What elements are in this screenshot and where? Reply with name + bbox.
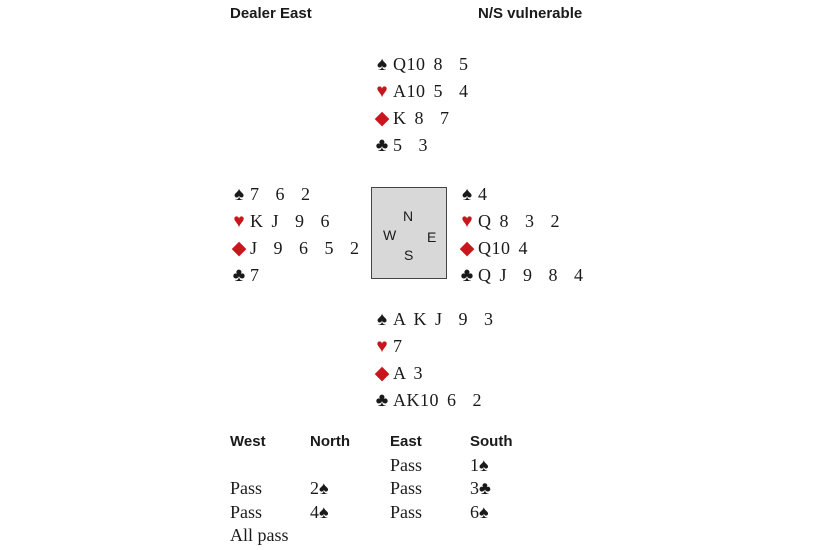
north-hearts-cards: A10 5 4 <box>393 81 469 101</box>
west-hearts-cards: K J 9 6 <box>250 211 331 231</box>
auction-bid: Pass <box>230 501 262 525</box>
compass-west: W <box>383 227 397 243</box>
spades-icon: ♠ <box>461 184 473 205</box>
west-diamonds-cards: J 9 6 5 2 <box>250 238 360 258</box>
south-hand: ♠A K J 9 3♥7◆A 3♣AK10 6 2 <box>371 306 494 414</box>
auction-bid: 1♠ <box>470 454 489 478</box>
north-spades-row: ♠Q10 8 5 <box>371 51 469 78</box>
west-spades-row: ♠7 6 2 <box>228 181 360 208</box>
south-spades-row: ♠A K J 9 3 <box>371 306 494 333</box>
south-clubs-cards: AK10 6 2 <box>393 390 482 410</box>
clubs-icon: ♣ <box>232 265 246 286</box>
east-clubs-cards: Q J 9 8 4 <box>478 265 584 285</box>
auction-bid: Pass <box>390 501 422 525</box>
east-diamonds-row: ◆Q10 4 <box>456 235 584 262</box>
west-spades-cards: 7 6 2 <box>250 184 311 204</box>
compass-box: N W E S <box>371 187 447 279</box>
auction-header: South <box>470 433 513 450</box>
bid-text: 2 <box>310 478 319 498</box>
hearts-icon: ♥ <box>461 211 473 232</box>
compass-north: N <box>403 208 414 224</box>
bid-text: Pass <box>390 454 423 475</box>
diamonds-icon: ◆ <box>231 238 247 259</box>
auction-bid: 2♠ <box>310 477 329 501</box>
hearts-icon: ♥ <box>233 211 245 232</box>
auction-bid: Pass <box>230 477 262 501</box>
south-clubs-row: ♣AK10 6 2 <box>371 387 494 414</box>
north-diamonds-cards: K 8 7 <box>393 108 450 128</box>
auction-bid: 3♣ <box>470 477 491 501</box>
bid-text: 4 <box>310 501 319 522</box>
spade-bid-icon: ♠ <box>319 501 329 522</box>
spade-bid-icon: ♠ <box>319 478 329 498</box>
north-diamonds-row: ◆K 8 7 <box>371 105 469 132</box>
bid-text: 6 <box>470 501 479 522</box>
dealer-label: Dealer East <box>230 5 312 22</box>
diamonds-icon: ◆ <box>374 108 390 129</box>
vulnerability-label: N/S vulnerable <box>478 5 583 22</box>
spade-bid-icon: ♠ <box>479 501 489 522</box>
north-hearts-row: ♥A10 5 4 <box>371 78 469 105</box>
bid-text: Pass <box>230 501 263 522</box>
compass-south: S <box>404 247 414 263</box>
auction-bid: Pass <box>390 477 422 501</box>
north-clubs-cards: 5 3 <box>393 135 428 155</box>
auction-header: North <box>310 433 350 450</box>
east-clubs-row: ♣Q J 9 8 4 <box>456 262 584 289</box>
club-bid-icon: ♣ <box>479 478 491 498</box>
west-clubs-cards: 7 <box>250 265 260 285</box>
diamonds-icon: ◆ <box>459 238 475 259</box>
spade-bid-icon: ♠ <box>479 454 489 475</box>
spades-icon: ♠ <box>376 54 388 75</box>
clubs-icon: ♣ <box>375 135 389 156</box>
south-hearts-cards: 7 <box>393 336 403 356</box>
bid-text: 1 <box>470 454 479 475</box>
south-diamonds-row: ◆A 3 <box>371 360 494 387</box>
east-hearts-row: ♥Q 8 3 2 <box>456 208 584 235</box>
diamonds-icon: ◆ <box>374 363 390 384</box>
spades-icon: ♠ <box>376 309 388 330</box>
compass-east: E <box>427 229 437 245</box>
bid-text: All pass <box>230 525 289 545</box>
east-hand: ♠4♥Q 8 3 2◆Q10 4♣Q J 9 8 4 <box>456 181 584 289</box>
east-hearts-cards: Q 8 3 2 <box>478 211 560 231</box>
east-spades-row: ♠4 <box>456 181 584 208</box>
auction-header: East <box>390 433 422 450</box>
east-spades-cards: 4 <box>478 184 488 204</box>
bid-text: 3 <box>470 478 479 498</box>
spades-icon: ♠ <box>233 184 245 205</box>
south-hearts-row: ♥7 <box>371 333 494 360</box>
north-hand: ♠Q10 8 5♥A10 5 4◆K 8 7♣5 3 <box>371 51 469 159</box>
clubs-icon: ♣ <box>460 265 474 286</box>
west-hearts-row: ♥K J 9 6 <box>228 208 360 235</box>
bid-text: Pass <box>390 478 423 498</box>
auction-bid: Pass <box>390 454 422 478</box>
auction-bid: All pass <box>230 524 289 548</box>
south-diamonds-cards: A 3 <box>393 363 424 383</box>
hearts-icon: ♥ <box>376 336 388 357</box>
west-diamonds-row: ◆J 9 6 5 2 <box>228 235 360 262</box>
west-clubs-row: ♣7 <box>228 262 360 289</box>
west-hand: ♠7 6 2♥K J 9 6◆J 9 6 5 2♣7 <box>228 181 360 289</box>
hearts-icon: ♥ <box>376 81 388 102</box>
east-diamonds-cards: Q10 4 <box>478 238 528 258</box>
auction-bid: 6♠ <box>470 501 489 525</box>
north-spades-cards: Q10 8 5 <box>393 54 469 74</box>
auction-bid: 4♠ <box>310 501 329 525</box>
bid-text: Pass <box>230 478 263 498</box>
north-clubs-row: ♣5 3 <box>371 132 469 159</box>
bid-text: Pass <box>390 501 423 522</box>
clubs-icon: ♣ <box>375 390 389 411</box>
auction-header: West <box>230 433 266 450</box>
south-spades-cards: A K J 9 3 <box>393 309 494 329</box>
